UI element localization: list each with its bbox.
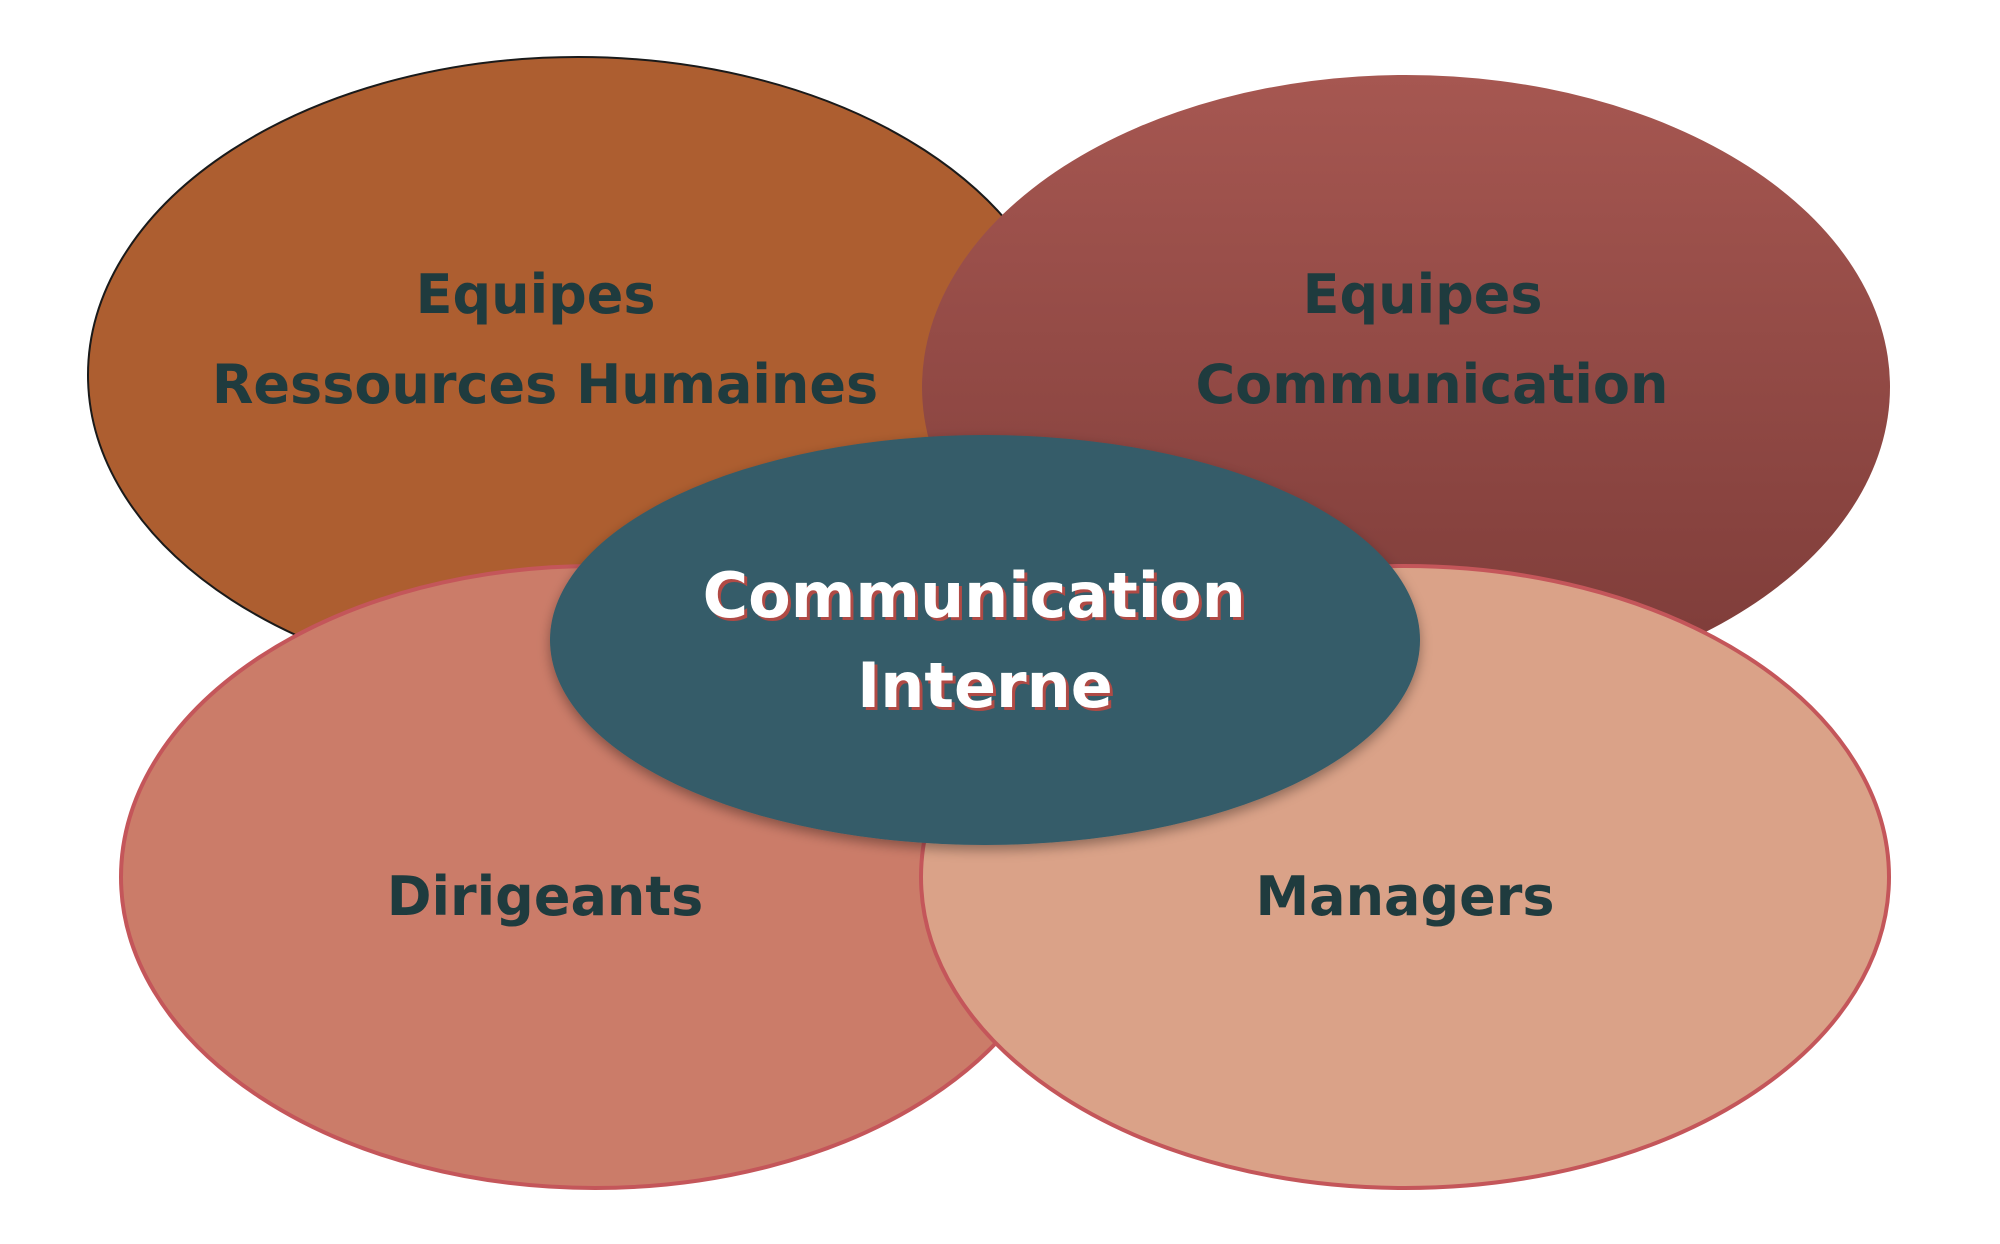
center-label-line-2: Interne: [857, 649, 1113, 722]
center-label-line-1: Communication: [703, 559, 1246, 632]
comm-team-label: Equipes Communication: [1196, 263, 1669, 416]
center-label-shadow: Communication Interne: [706, 562, 1271, 725]
managers-label: Managers: [1255, 865, 1554, 928]
leaders-label-line-1: Dirigeants: [387, 865, 704, 928]
managers-label-line-1: Managers: [1255, 865, 1554, 928]
comm-team-label-line-2: Communication: [1196, 353, 1669, 416]
leaders-label: Dirigeants: [387, 865, 704, 928]
center-label-shadow-line-2: Interne: [860, 652, 1116, 725]
hr-team-label-line-1: Equipes: [416, 263, 656, 326]
comm-team-label-line-1: Equipes: [1303, 263, 1543, 326]
center-ellipse: [550, 435, 1420, 845]
hr-team-label: Equipes Ressources Humaines: [212, 263, 878, 416]
center-label-shadow-line-1: Communication: [706, 562, 1249, 635]
hr-team-label-line-2: Ressources Humaines: [212, 353, 878, 416]
center-label: Communication Interne: [703, 559, 1268, 722]
center-node: Communication Interne Communication Inte…: [550, 435, 1420, 845]
